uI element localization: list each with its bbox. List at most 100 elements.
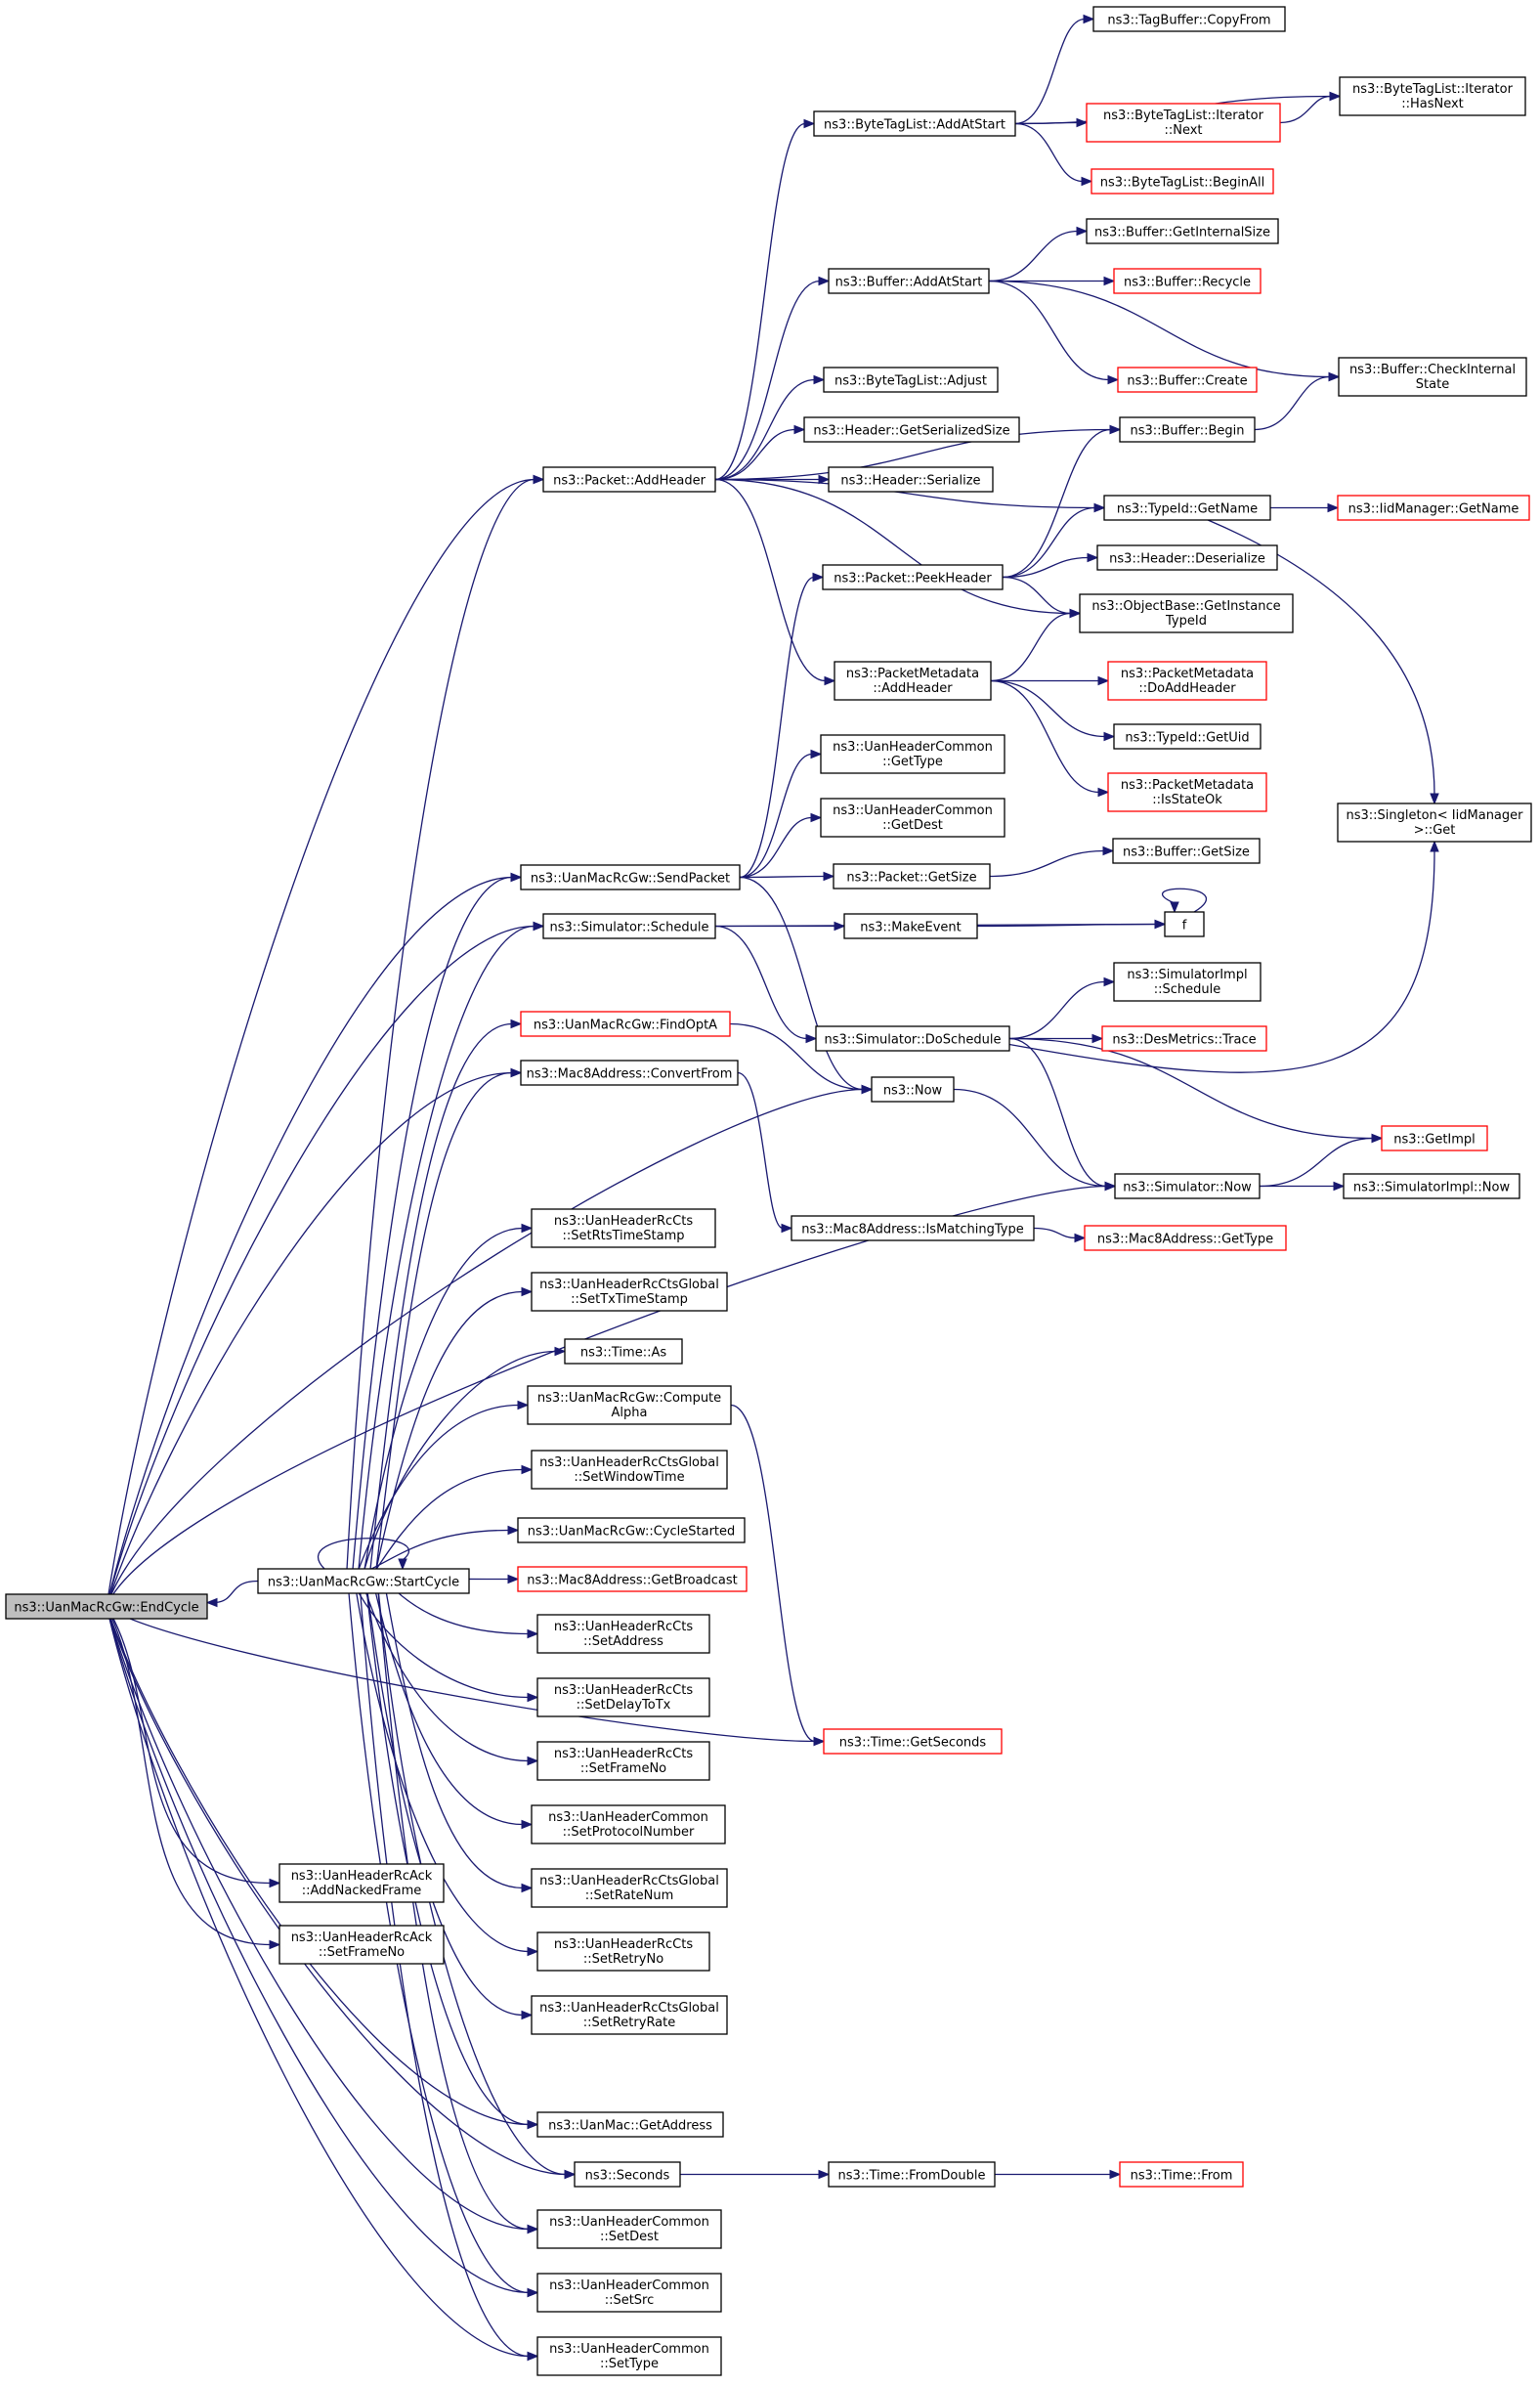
node-box (542, 913, 716, 939)
node-cyclestarted[interactable]: ns3::UanMacRcGw::CycleStarted (517, 1517, 746, 1543)
node-startcycle[interactable]: ns3::UanMacRcGw::StartCycle (257, 1568, 470, 1594)
node-label: ::SetFrameNo (580, 1761, 666, 1776)
node-convertfrom[interactable]: ns3::Mac8Address::ConvertFrom (520, 1060, 739, 1086)
node-getimpl[interactable]: ns3::GetImpl (1381, 1125, 1488, 1151)
node-findopta[interactable]: ns3::UanMacRcGw::FindOptA (520, 1011, 731, 1037)
call-edge (106, 1606, 272, 1885)
node-label: ns3::Now (883, 1084, 943, 1099)
node-box (536, 1677, 710, 1717)
node-makeevent[interactable]: ns3::MakeEvent (843, 913, 978, 939)
edge-arrowhead (1430, 840, 1439, 852)
node-pm-isstateok[interactable]: ns3::PacketMetadata::IsStateOk (1107, 772, 1267, 812)
node-uanmacgetaddr[interactable]: ns3::UanMac::GetAddress (536, 2111, 724, 2138)
node-label: ::SetRtsTimeStamp (562, 1229, 684, 1243)
edge-arrowhead (1371, 1133, 1384, 1144)
node-timeas[interactable]: ns3::Time::As (564, 1338, 683, 1365)
node-addheader[interactable]: ns3::Packet::AddHeader (542, 466, 716, 493)
node-setsrc[interactable]: ns3::UanHeaderCommon::SetSrc (536, 2273, 722, 2313)
node-btl-adjust[interactable]: ns3::ByteTagList::Adjust (823, 367, 999, 393)
node-simimpl-now[interactable]: ns3::SimulatorImpl::Now (1343, 1173, 1520, 1199)
node-endcycle[interactable]: ns3::UanMacRcGw::EndCycle (5, 1593, 208, 1620)
node-singleton-get[interactable]: ns3::Singleton< IidManager>::Get (1337, 803, 1532, 843)
node-box (843, 913, 978, 939)
node-setrtsts[interactable]: ns3::UanHeaderRcCts::SetRtsTimeStamp (531, 1208, 716, 1248)
node-time-from[interactable]: ns3::Time::From (1119, 2161, 1244, 2188)
call-edge (106, 876, 513, 1607)
node-btl-iter-next[interactable]: ns3::ByteTagList::Iterator::Next (1086, 103, 1281, 143)
node-buf-addatstart[interactable]: ns3::Buffer::AddAtStart (828, 268, 990, 294)
node-label: ::GetType (882, 755, 943, 769)
node-label: ::GetDest (882, 818, 943, 833)
node-label: ::SetTxTimeStamp (571, 1292, 688, 1307)
node-fromdouble[interactable]: ns3::Time::FromDouble (828, 2161, 996, 2188)
node-buf-begin[interactable]: ns3::Buffer::Begin (1119, 416, 1256, 443)
node-buf-getinternalsize[interactable]: ns3::Buffer::GetInternalSize (1086, 218, 1279, 244)
call-edge (988, 280, 1331, 378)
call-edge (375, 1569, 530, 2231)
node-seconds[interactable]: ns3::Seconds (574, 2161, 681, 2188)
node-schedule[interactable]: ns3::Simulator::Schedule (542, 913, 716, 939)
node-doschedule[interactable]: ns3::Simulator::DoSchedule (815, 1025, 1010, 1052)
node-buf-create[interactable]: ns3::Buffer::Create (1117, 367, 1258, 393)
node-box (1119, 416, 1256, 443)
node-sendpacket[interactable]: ns3::UanMacRcGw::SendPacket (520, 864, 741, 890)
node-settxts[interactable]: ns3::UanHeaderRcCtsGlobal::SetTxTimeStam… (531, 1272, 728, 1312)
node-setprotocol[interactable]: ns3::UanHeaderCommon::SetProtocolNumber (531, 1804, 726, 1844)
node-btl-beginall[interactable]: ns3::ByteTagList::BeginAll (1091, 168, 1274, 195)
node-label: ns3::UanHeaderRcCtsGlobal (539, 1455, 719, 1470)
node-setretryrate[interactable]: ns3::UanHeaderRcCtsGlobal::SetRetryRate (531, 1995, 728, 2035)
node-iidmgr-getname[interactable]: ns3::IidManager::GetName (1337, 495, 1530, 521)
node-buf-getsize[interactable]: ns3::Buffer::GetSize (1112, 838, 1261, 864)
node-typeid-getuid[interactable]: ns3::TypeId::GetUid (1113, 723, 1262, 750)
node-getbroadcast[interactable]: ns3::Mac8Address::GetBroadcast (517, 1566, 748, 1592)
node-simimpl-schedule[interactable]: ns3::SimulatorImpl::Schedule (1113, 962, 1262, 1002)
node-label: ns3::UanMacRcGw::CycleStarted (528, 1525, 736, 1540)
node-ismatching[interactable]: ns3::Mac8Address::IsMatchingType (791, 1215, 1035, 1241)
edge-arrowhead (507, 1574, 520, 1584)
node-typeid-getname[interactable]: ns3::TypeId::GetName (1103, 495, 1271, 521)
node-setdelaytotx[interactable]: ns3::UanHeaderRcCts::SetDelayToTx (536, 1677, 710, 1717)
edge-arrowhead (1329, 91, 1342, 102)
node-setwindowtime[interactable]: ns3::UanHeaderRcCtsGlobal::SetWindowTime (531, 1450, 728, 1490)
node-label: ns3::Header::Deserialize (1109, 552, 1265, 567)
node-hdr-deserialize[interactable]: ns3::Header::Deserialize (1096, 544, 1278, 571)
call-edge (714, 428, 796, 481)
node-setdest[interactable]: ns3::UanHeaderCommon::SetDest (536, 2209, 722, 2249)
call-edge (739, 576, 815, 879)
call-edge (989, 849, 1105, 878)
node-cts-setframeno[interactable]: ns3::UanHeaderRcCts::SetFrameNo (536, 1741, 710, 1781)
node-f[interactable]: f (1164, 911, 1205, 937)
node-settype[interactable]: ns3::UanHeaderCommon::SetType (536, 2336, 722, 2376)
node-setaddress[interactable]: ns3::UanHeaderRcCts::SetAddress (536, 1614, 710, 1654)
node-label: ::SetAddress (583, 1634, 663, 1649)
node-peekheader[interactable]: ns3::Packet::PeekHeader (822, 564, 1004, 590)
node-uhc-gettype[interactable]: ns3::UanHeaderCommon::GetType (820, 734, 1005, 774)
node-tagbuf-copyfrom[interactable]: ns3::TagBuffer::CopyFrom (1092, 6, 1286, 32)
node-rcack-addnacked[interactable]: ns3::UanHeaderRcAck::AddNackedFrame (278, 1863, 445, 1903)
node-setratenum[interactable]: ns3::UanHeaderRcCtsGlobal::SetRateNum (531, 1868, 728, 1908)
node-hdr-getsersize[interactable]: ns3::Header::GetSerializedSize (803, 416, 1020, 443)
node-pm-addheader[interactable]: ns3::PacketMetadata::AddHeader (834, 661, 992, 701)
node-mac8-gettype[interactable]: ns3::Mac8Address::GetType (1084, 1225, 1287, 1251)
call-edge (369, 1529, 510, 1571)
node-rcack-setframeno[interactable]: ns3::UanHeaderRcAck::SetFrameNo (278, 1925, 445, 1965)
node-hdr-serialize[interactable]: ns3::Header::Serialize (828, 466, 994, 493)
node-btl-addatstart[interactable]: ns3::ByteTagList::AddAtStart (813, 110, 1016, 137)
node-now[interactable]: ns3::Now (871, 1076, 955, 1103)
node-pkt-getsize[interactable]: ns3::Packet::GetSize (833, 863, 991, 889)
call-edge (358, 1569, 530, 1762)
node-uhc-getdest[interactable]: ns3::UanHeaderCommon::GetDest (820, 798, 1005, 838)
node-desmetrics-trace[interactable]: ns3::DesMetrics::Trace (1101, 1025, 1267, 1052)
node-getseconds[interactable]: ns3::Time::GetSeconds (823, 1728, 1003, 1755)
node-setretryno[interactable]: ns3::UanHeaderRcCts::SetRetryNo (536, 1931, 710, 1972)
node-sim-now[interactable]: ns3::Simulator::Now (1114, 1173, 1261, 1199)
node-box (1337, 803, 1532, 843)
node-buf-recycle[interactable]: ns3::Buffer::Recycle (1113, 268, 1262, 294)
node-btl-iter-hasnext[interactable]: ns3::ByteTagList::Iterator::HasNext (1339, 76, 1526, 116)
node-box (1164, 911, 1205, 937)
node-pm-doaddheader[interactable]: ns3::PacketMetadata::DoAddHeader (1107, 661, 1267, 701)
